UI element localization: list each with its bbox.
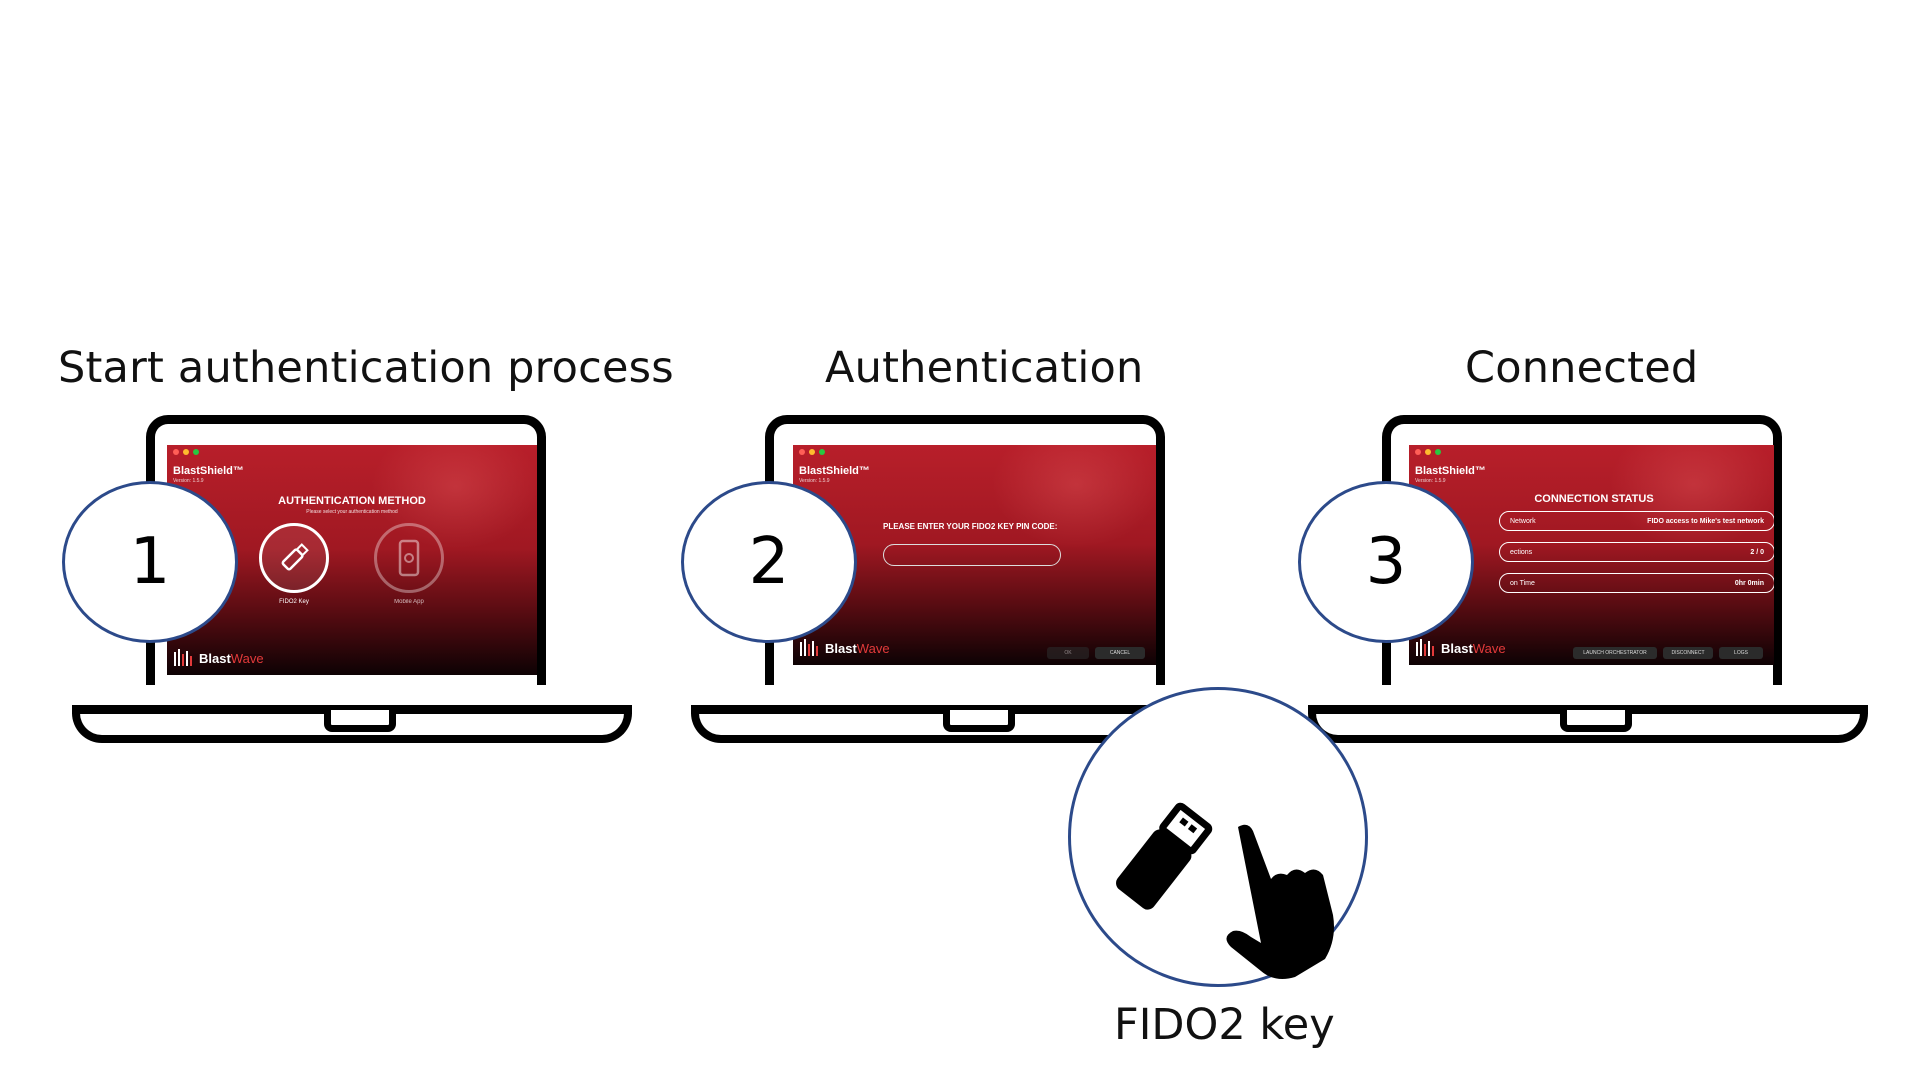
app-brand: BlastShield™ <box>799 465 870 477</box>
step-1-title: Start authentication process <box>58 343 674 393</box>
status-value: 0hr 0min <box>1734 579 1764 587</box>
fido2-key-circle <box>1068 687 1368 987</box>
fido2-key-label-text: FIDO2 key <box>1114 1000 1335 1050</box>
step-2-title: Authentication <box>825 343 1144 393</box>
status-label: Network <box>1510 517 1536 525</box>
auth-method-title: AUTHENTICATION METHOD <box>278 495 426 507</box>
status-value: FIDO access to Mike's test network <box>1647 517 1764 525</box>
app-version: Version: 1.5.9 <box>173 478 204 484</box>
logo-wave-text: Wave <box>1472 640 1506 656</box>
step-3-number-circle: 3 <box>1298 481 1474 643</box>
logo-wave-text: Wave <box>856 640 890 656</box>
blastwave-logo: BlastWave <box>173 649 264 667</box>
disconnect-button[interactable]: DISCONNECT <box>1663 647 1713 659</box>
usb-key-icon <box>281 543 309 571</box>
step-2-number-circle: 2 <box>681 481 857 643</box>
window-controls <box>799 449 825 455</box>
blastwave-logo-icon <box>1416 639 1434 656</box>
mobile-phone-icon <box>398 539 420 577</box>
step-3-title: Connected <box>1465 343 1699 393</box>
status-row-connection-time: on Time 0hr 0min <box>1499 573 1774 593</box>
window-controls <box>173 449 199 455</box>
status-row-connections: ections 2 / 0 <box>1499 542 1774 562</box>
mobile-app-option[interactable] <box>374 523 444 593</box>
ok-button[interactable]: OK <box>1047 647 1089 659</box>
cancel-button[interactable]: CANCEL <box>1095 647 1145 659</box>
connection-status-title: CONNECTION STATUS <box>1534 493 1654 505</box>
usb-key-touch-icon <box>1116 802 1334 979</box>
status-value: 2 / 0 <box>1750 548 1764 556</box>
app-version: Version: 1.5.9 <box>1415 478 1446 484</box>
app-brand: BlastShield™ <box>1415 465 1486 477</box>
fido2-key-option[interactable] <box>259 523 329 593</box>
app-brand: BlastShield™ <box>173 465 244 477</box>
logo-blast-text: Blast <box>199 650 231 666</box>
window-controls <box>1415 449 1441 455</box>
app-screen-connection-status: BlastShield™ Version: 1.5.9 CONNECTION S… <box>1409 445 1774 665</box>
pin-code-label: PLEASE ENTER YOUR FIDO2 KEY PIN CODE: <box>883 522 1058 531</box>
status-label: on Time <box>1510 579 1535 587</box>
blastwave-logo: BlastWave <box>1415 639 1506 657</box>
app-version: Version: 1.5.9 <box>799 478 830 484</box>
blastwave-logo-icon <box>174 649 192 666</box>
laptop-base <box>1308 705 1868 743</box>
status-row-network: Network FIDO access to Mike's test netwo… <box>1499 511 1774 531</box>
pin-code-input[interactable] <box>883 544 1061 566</box>
logo-wave-text: Wave <box>230 650 264 666</box>
blastwave-logo-icon <box>800 639 818 656</box>
status-label: ections <box>1510 548 1533 556</box>
logs-button[interactable]: LOGS <box>1719 647 1763 659</box>
logo-blast-text: Blast <box>825 640 857 656</box>
laptop-base <box>72 705 632 743</box>
launch-orchestrator-button[interactable]: LAUNCH ORCHESTRATOR <box>1573 647 1657 659</box>
step-1-number-circle: 1 <box>62 481 238 643</box>
blastwave-logo: BlastWave <box>799 639 890 657</box>
mobile-app-label: Mobile App <box>394 599 424 605</box>
logo-blast-text: Blast <box>1441 640 1473 656</box>
auth-method-subtitle: Please select your authentication method <box>306 509 398 515</box>
fido2-key-label: FIDO2 Key <box>279 599 309 605</box>
